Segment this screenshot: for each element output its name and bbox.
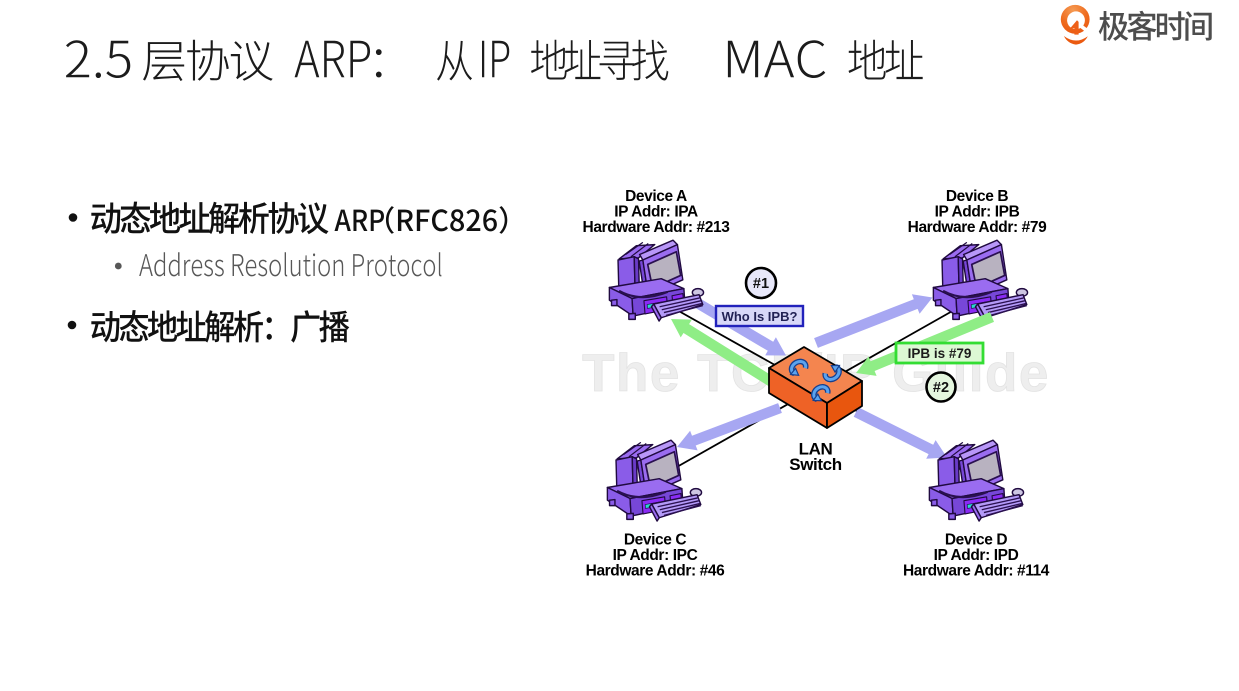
svg-text:IP Addr: IPB: IP Addr: IPB: [935, 204, 1020, 221]
svg-text:IP Addr: IPC: IP Addr: IPC: [613, 547, 698, 564]
svg-text:IP Addr: IPA: IP Addr: IPA: [614, 204, 698, 221]
svg-text:LAN: LAN: [799, 440, 833, 459]
svg-text:Device D: Device D: [945, 531, 1007, 548]
svg-text:Hardware Addr: #114: Hardware Addr: #114: [903, 562, 1050, 579]
svg-text:IPB is #79: IPB is #79: [908, 346, 972, 361]
svg-text:#2: #2: [933, 380, 949, 396]
svg-text:IP Addr: IPD: IP Addr: IPD: [934, 547, 1019, 564]
svg-text:Device A: Device A: [625, 188, 687, 205]
svg-text:Hardware Addr: #213: Hardware Addr: #213: [583, 219, 731, 236]
svg-text:Switch: Switch: [789, 455, 841, 474]
svg-text:Who Is IPB?: Who Is IPB?: [722, 309, 798, 324]
svg-text:Device B: Device B: [946, 188, 1008, 205]
svg-text:#1: #1: [753, 276, 769, 292]
svg-text:Hardware Addr: #46: Hardware Addr: #46: [586, 562, 725, 579]
svg-text:Hardware Addr: #79: Hardware Addr: #79: [908, 219, 1047, 236]
svg-text:Device C: Device C: [624, 531, 686, 548]
